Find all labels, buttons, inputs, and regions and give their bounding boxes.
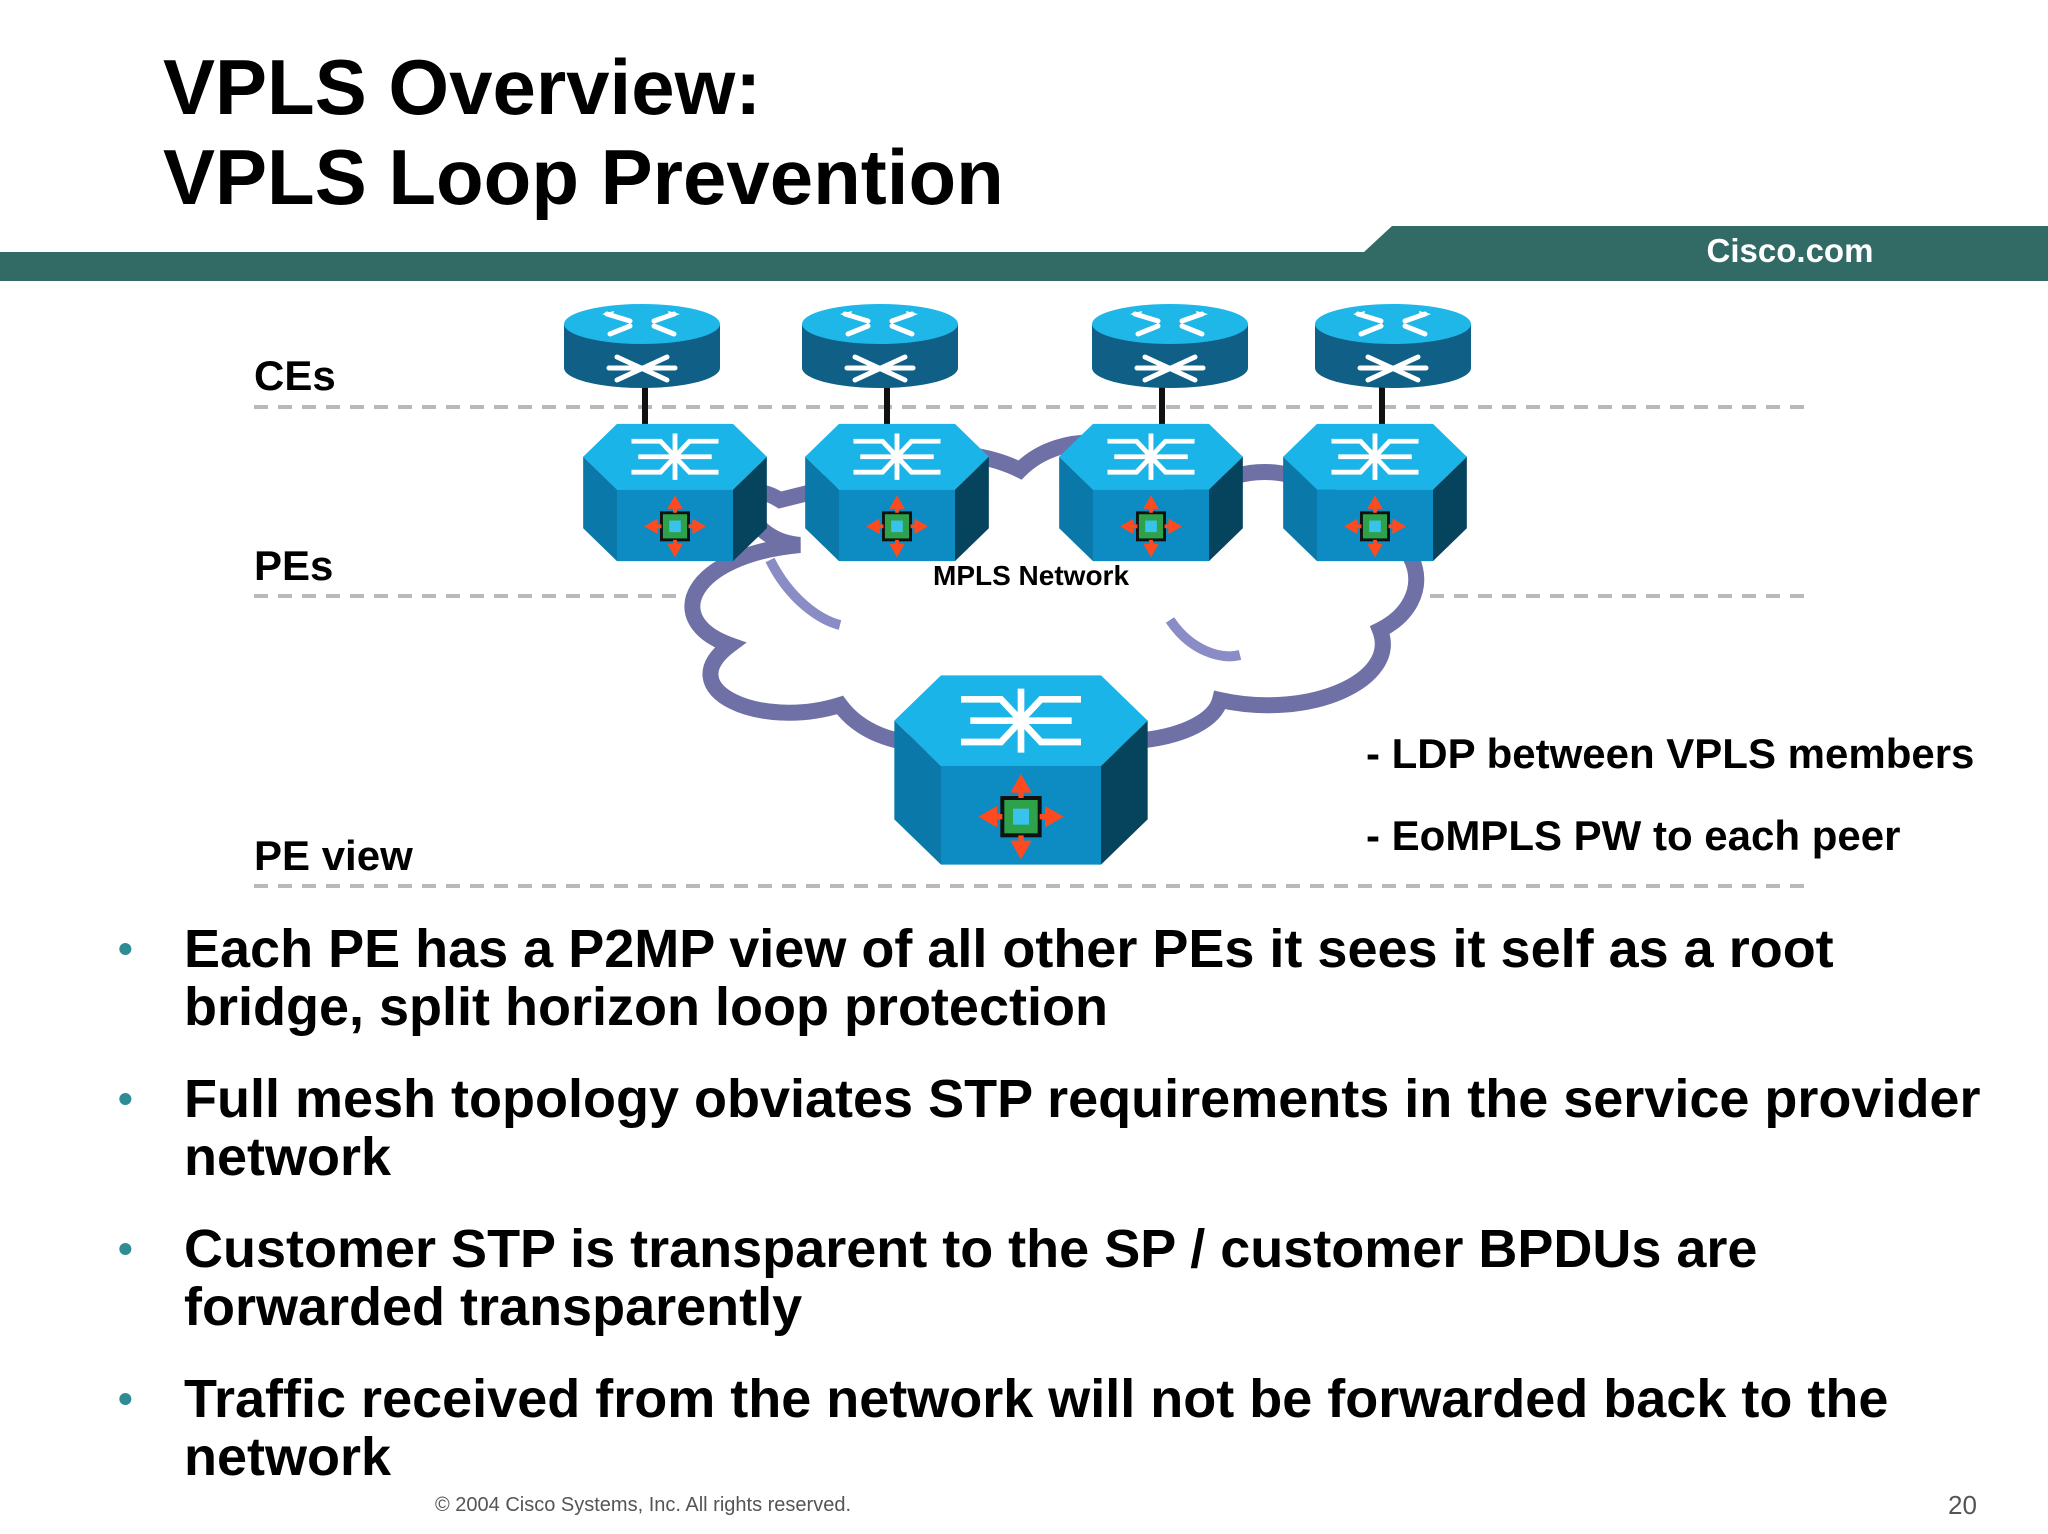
- links: [642, 385, 1385, 425]
- bullet-item: • Customer STP is transparent to the SP /…: [118, 1220, 2008, 1336]
- ce-router-2-icon: [802, 304, 958, 388]
- bullet-list: • Each PE has a P2MP view of all other PE…: [118, 920, 2008, 1520]
- bullet-item: • Full mesh topology obviates STP require…: [118, 1070, 2008, 1186]
- bullet-dot-icon: •: [118, 925, 133, 972]
- note-eompls: - EoMPLS PW to each peer: [1366, 812, 1901, 859]
- note-ldp: - LDP between VPLS members: [1366, 730, 1975, 777]
- copyright-footer: © 2004 Cisco Systems, Inc. All rights re…: [435, 1494, 852, 1516]
- bullet-dot-icon: •: [118, 1075, 133, 1122]
- pe-switch-1-icon: [583, 424, 767, 561]
- pe-view-label: PE view: [254, 832, 413, 879]
- bullet-text: Customer STP is transparent to the SP / …: [184, 1219, 1758, 1337]
- ce-router-3-icon: [1092, 304, 1248, 388]
- brand-label: Cisco.com: [1706, 232, 1874, 269]
- mpls-network-label: MPLS Network: [933, 560, 1130, 591]
- title-line-1: VPLS Overview:: [163, 43, 762, 131]
- header-banner: [0, 226, 2048, 281]
- pe-view-switch-icon: [894, 675, 1147, 864]
- pe-switch-4-icon: [1283, 424, 1467, 561]
- bullet-item: • Each PE has a P2MP view of all other PE…: [118, 920, 2008, 1036]
- pe-switch-3-icon: [1059, 424, 1243, 561]
- ce-router-4-icon: [1315, 304, 1471, 388]
- ce-router-1-icon: [564, 304, 720, 388]
- bullet-text: Each PE has a P2MP view of all other PEs…: [184, 919, 1834, 1037]
- pe-switch-2-icon: [805, 424, 989, 561]
- bullet-dot-icon: •: [118, 1375, 133, 1422]
- ce-routers: [564, 304, 1471, 388]
- page-number: 20: [1948, 1490, 1977, 1520]
- bullet-dot-icon: •: [118, 1225, 133, 1272]
- bullet-text: Traffic received from the network will n…: [184, 1369, 1889, 1487]
- bullet-text: Full mesh topology obviates STP requirem…: [184, 1069, 1981, 1187]
- slide-title: VPLS Overview: VPLS Loop Prevention: [163, 42, 1004, 222]
- pes-label: PEs: [254, 542, 334, 589]
- title-line-2: VPLS Loop Prevention: [163, 133, 1004, 221]
- ces-label: CEs: [254, 352, 336, 399]
- bullet-item: • Traffic received from the network will …: [118, 1370, 2008, 1486]
